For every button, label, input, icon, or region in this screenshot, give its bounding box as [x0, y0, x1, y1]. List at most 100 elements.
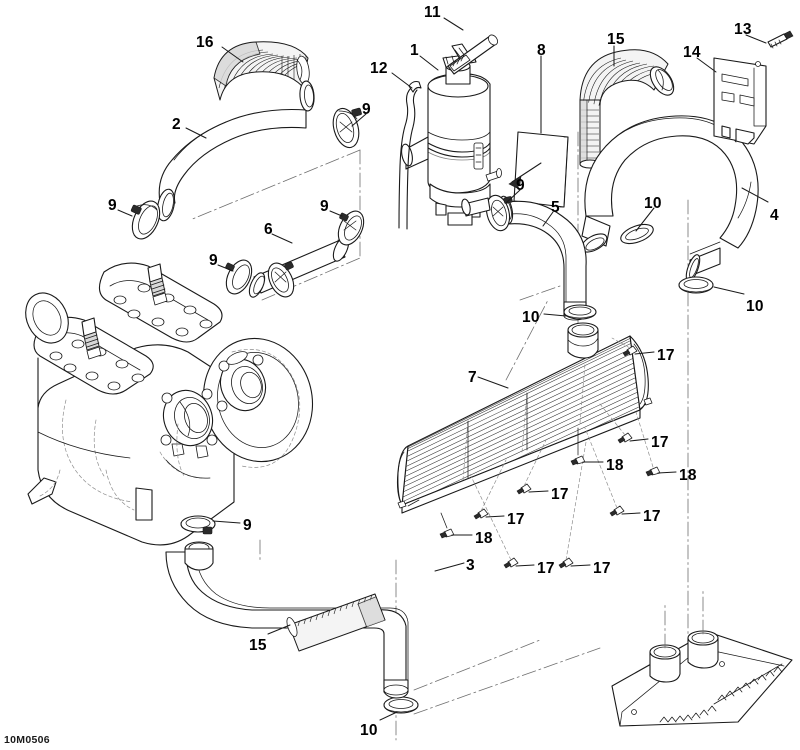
leader-17 [629, 438, 649, 442]
part-12-overflow-tube [398, 80, 422, 230]
leader-9 [329, 210, 343, 217]
callout-6: 6 [264, 221, 273, 238]
callout-3: 3 [466, 557, 475, 574]
part-10-o-ring-a [563, 304, 597, 320]
leader-13 [745, 34, 767, 44]
callout-10: 10 [360, 722, 378, 739]
leader-10 [713, 286, 745, 295]
head-bolts-front [49, 339, 145, 391]
part-15-corrugated-sleeve-upper [579, 49, 675, 169]
part-9-hose-clamp-e [461, 194, 513, 232]
callout-leader-lines [117, 17, 769, 721]
part-9-hose-clamp-a [130, 200, 161, 240]
part-2-upper-radiator-hose [156, 80, 315, 222]
callout-18: 18 [475, 530, 493, 547]
callout-17: 17 [537, 560, 555, 577]
callout-4: 4 [770, 207, 779, 224]
leader-9 [117, 209, 133, 217]
callout-9: 9 [320, 198, 329, 215]
leader-17 [515, 564, 535, 567]
callout-18: 18 [606, 457, 624, 474]
core-corner-screw-left [397, 500, 407, 509]
callout-17: 17 [657, 347, 675, 364]
callout-11: 11 [424, 4, 441, 21]
leader-18 [657, 471, 677, 474]
callout-17: 17 [507, 511, 525, 528]
callout-13: 13 [734, 21, 752, 38]
part-14-protective-bracket-guard [713, 57, 767, 145]
callout-17: 17 [593, 560, 611, 577]
part-13-mounting-screw [767, 30, 794, 49]
part-10-o-ring-c [678, 276, 714, 294]
leader-1 [419, 55, 439, 71]
part-3-lower-return-hose [165, 541, 409, 699]
intake-flange-a [160, 388, 218, 447]
callout-16: 16 [196, 34, 214, 51]
leader-3 [434, 562, 465, 572]
leader-2 [185, 127, 207, 139]
leader-5 [542, 211, 554, 227]
leader-10 [543, 313, 567, 317]
leader-10 [379, 711, 398, 721]
callout-17: 17 [651, 434, 669, 451]
callout-9: 9 [209, 252, 218, 269]
leader-16 [221, 46, 244, 63]
callout-14: 14 [683, 44, 701, 61]
callout-9: 9 [243, 517, 252, 534]
part-6-short-connector-hose [248, 236, 350, 298]
callout-7: 7 [468, 369, 477, 386]
callout-8: 8 [537, 42, 546, 59]
core-tick-leaders [407, 392, 647, 507]
part-9-hose-clamp-d [337, 210, 365, 246]
callout-17: 17 [551, 486, 569, 503]
callout-10: 10 [746, 298, 764, 315]
part-5-cooler-feed-hose [498, 195, 587, 321]
callout-1: 1 [410, 42, 419, 59]
callout-10: 10 [522, 309, 540, 326]
part-9-hose-clamp-b [332, 107, 362, 149]
exchanger-neck-right [687, 630, 719, 669]
leader-14 [696, 57, 717, 73]
callout-9: 9 [362, 101, 371, 118]
part-9-hose-clamp-g [180, 515, 216, 535]
part-9-hose-clamp-c [225, 259, 253, 295]
part-10-o-ring-d [383, 696, 419, 714]
spark-plug-front [81, 317, 102, 360]
callout-18: 18 [679, 467, 697, 484]
callout-15: 15 [607, 31, 625, 48]
callout-5: 5 [551, 199, 560, 216]
leader-17 [485, 515, 505, 518]
part-7-radiator-cooler-core [396, 322, 649, 514]
leader-9 [212, 520, 241, 524]
part-17-hex-flange-screws [469, 337, 638, 569]
leader-4 [741, 187, 769, 203]
leader-17 [621, 512, 641, 515]
callout-9: 9 [516, 177, 525, 194]
part-11-cap-tether-strap [447, 34, 498, 75]
part-18-hex-flange-bolts [439, 411, 661, 539]
part-16-corrugated-sleeve [213, 41, 310, 101]
leader-17 [634, 351, 655, 355]
leader-17 [570, 564, 591, 567]
leader-15 [267, 624, 291, 635]
callout-9: 9 [108, 197, 117, 214]
callout-10: 10 [644, 195, 662, 212]
spark-plug-rear [147, 263, 168, 306]
diagram-code: 10M0506 [4, 734, 50, 746]
callout-17: 17 [643, 508, 661, 525]
leader-17 [528, 490, 549, 493]
bottom-heat-exchanger-plate [611, 589, 793, 727]
callout-15: 15 [249, 637, 267, 654]
exchanger-neck-left [649, 644, 681, 683]
intake-flange-b [216, 351, 267, 412]
leader-10 [635, 207, 655, 232]
leader-6 [271, 233, 293, 244]
head-bolts-rear [113, 283, 213, 337]
leader-11 [443, 17, 464, 31]
leader-9 [217, 264, 234, 272]
part-8-panel-decal [508, 131, 569, 208]
callout-12: 12 [370, 60, 388, 77]
part-9-hose-clamp-f [267, 261, 295, 298]
